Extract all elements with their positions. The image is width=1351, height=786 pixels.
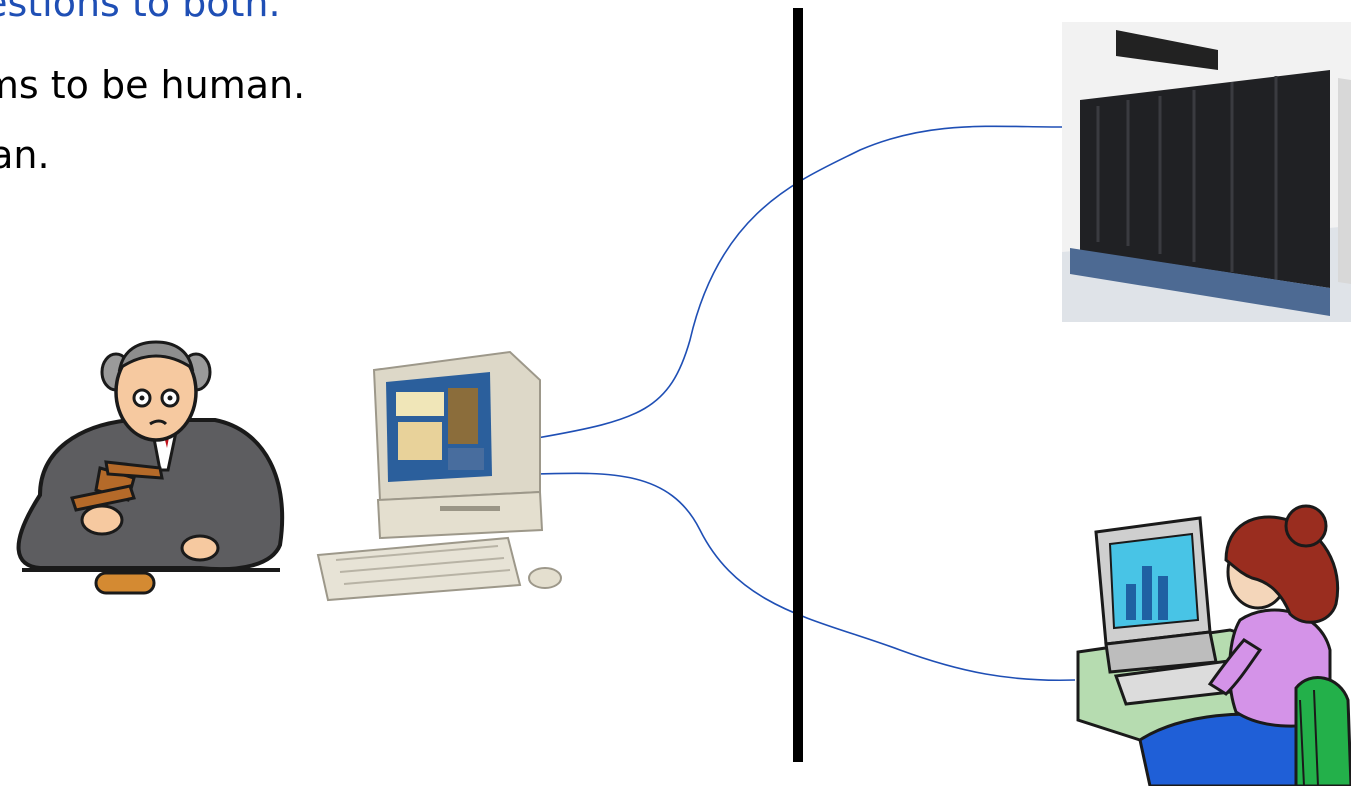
judge-with-gavel-icon <box>19 342 283 593</box>
divider-wall <box>793 8 803 762</box>
supercomputer-icon <box>1062 22 1351 322</box>
desktop-computer-icon <box>318 352 561 600</box>
woman-at-computer-icon <box>1078 506 1351 786</box>
wire-to-human <box>537 473 1075 680</box>
